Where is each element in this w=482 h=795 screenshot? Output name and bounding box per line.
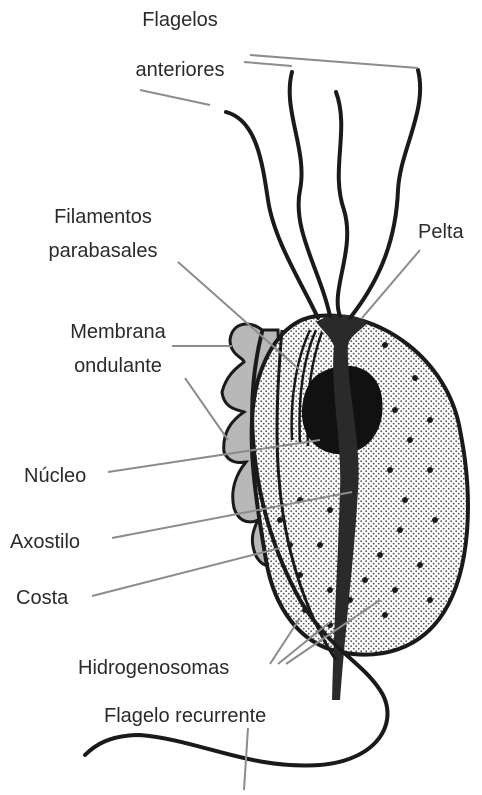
leader-flagelos <box>244 62 292 66</box>
label-flagelos-anteriores: Flagelos anteriores <box>110 6 250 84</box>
leader-flagelos-2 <box>250 55 418 68</box>
label-filamentos-line1: Filamentos <box>28 203 178 231</box>
leader-membrana-2 <box>185 378 228 440</box>
label-axostilo: Axostilo <box>10 528 80 556</box>
label-membrana-line2: ondulante <box>48 352 188 380</box>
cell-body <box>252 316 468 655</box>
label-membrana-ondulante: Membrana ondulante <box>48 318 188 380</box>
label-membrana-line1: Membrana <box>48 318 188 346</box>
label-flagelos-line1: Flagelos <box>110 6 250 34</box>
label-flagelo-recurrente: Flagelo recurrente <box>104 702 266 730</box>
label-flagelos-line2: anteriores <box>110 56 250 84</box>
label-pelta: Pelta <box>418 218 464 246</box>
label-hidrogenosomas: Hidrogenosomas <box>78 654 229 682</box>
label-costa: Costa <box>16 584 68 612</box>
leader-costa <box>92 548 280 596</box>
label-nucleo: Núcleo <box>24 462 86 490</box>
label-filamentos-parabasales: Filamentos parabasales <box>28 203 178 265</box>
leader-flagelos-3 <box>140 90 210 105</box>
label-filamentos-line2: parabasales <box>28 237 178 265</box>
flagelos-anteriores-shape <box>226 70 420 318</box>
